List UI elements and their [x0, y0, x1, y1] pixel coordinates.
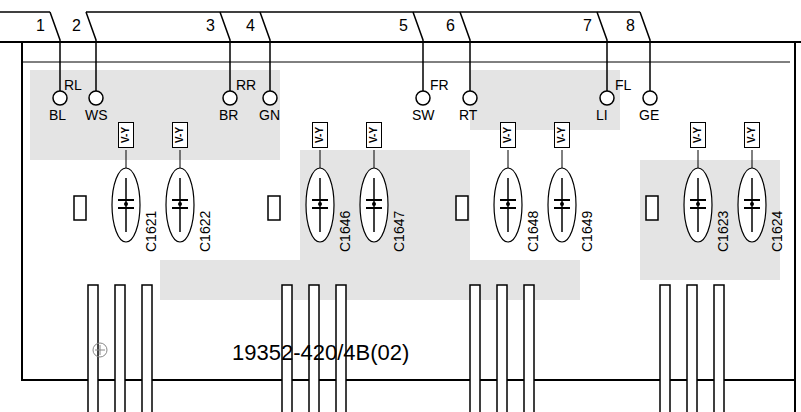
capacitor-symbol — [112, 150, 140, 242]
marking-text: V-Y — [557, 127, 567, 143]
connector-pin — [142, 285, 152, 412]
channel-label: RL — [64, 78, 82, 92]
leader-lines — [0, 12, 650, 91]
leader-line — [260, 12, 270, 91]
component-ref: C1622 — [198, 211, 212, 252]
component-ref: C1624 — [770, 211, 784, 252]
capacitor-symbol — [494, 150, 522, 242]
callout-number: 5 — [399, 18, 408, 34]
callout-number: 2 — [72, 18, 81, 34]
channel-label: FR — [430, 78, 449, 92]
board-number: 19352-420/4B(02) — [232, 342, 409, 364]
pad-rect — [268, 196, 280, 220]
connector-pin — [687, 285, 697, 412]
pins — [88, 285, 724, 412]
marking-box: V-Y — [366, 122, 382, 148]
pad-rect — [646, 196, 658, 220]
callout-number: 1 — [36, 18, 45, 34]
capacitor-symbol — [684, 150, 712, 242]
wire-pad — [600, 91, 614, 105]
wire-pad — [89, 91, 103, 105]
component-ref: C1621 — [144, 211, 158, 252]
connector-pin — [524, 285, 534, 412]
copper-shading — [30, 70, 780, 300]
callout-number: 6 — [446, 18, 455, 34]
channel-label: RR — [236, 78, 256, 92]
component-ref: C1648 — [526, 211, 540, 252]
wire-color: WS — [85, 108, 108, 122]
mounting-hole — [93, 343, 107, 357]
marking-text: V-Y — [315, 127, 325, 143]
connector-pin — [470, 285, 480, 412]
wire-color: LI — [596, 108, 608, 122]
leader-line — [640, 12, 650, 91]
leader-line — [86, 12, 96, 91]
wire-color: RT — [459, 108, 477, 122]
capacitor-symbol — [738, 150, 766, 242]
wire-color: GE — [639, 108, 659, 122]
wire-pad — [53, 91, 67, 105]
channel-label: FL — [615, 78, 631, 92]
leader-line — [597, 12, 607, 91]
wire-color: GN — [259, 108, 280, 122]
marking-box: V-Y — [312, 122, 328, 148]
marking-text: V-Y — [369, 127, 379, 143]
wire-pad — [263, 91, 277, 105]
connector-pin — [714, 285, 724, 412]
pads — [53, 91, 657, 105]
wire-pad — [416, 91, 430, 105]
marking-box: V-Y — [554, 122, 570, 148]
leader-line — [50, 12, 60, 91]
leader-line — [413, 12, 423, 91]
callout-number: 4 — [246, 18, 255, 34]
marking-text: V-Y — [747, 127, 757, 143]
connector-pin — [497, 285, 507, 412]
wire-color: SW — [412, 108, 435, 122]
capacitor-symbols — [74, 150, 766, 242]
marking-text: V-Y — [693, 127, 703, 143]
capacitor-symbol — [306, 150, 334, 242]
leader-line — [460, 12, 470, 91]
leader-line — [220, 12, 230, 91]
wire-pad — [463, 91, 477, 105]
callout-number: 8 — [626, 18, 635, 34]
component-ref: C1646 — [338, 211, 352, 252]
capacitor-symbol — [166, 150, 194, 242]
capacitor-symbol — [548, 150, 576, 242]
wire-pad — [643, 91, 657, 105]
component-ref: C1649 — [580, 211, 594, 252]
marking-text: V-Y — [121, 127, 131, 143]
marking-box: V-Y — [118, 122, 134, 148]
component-ref: C1647 — [392, 211, 406, 252]
component-ref: C1623 — [716, 211, 730, 252]
callout-number: 3 — [206, 18, 215, 34]
pad-rect — [456, 196, 468, 220]
marking-box: V-Y — [690, 122, 706, 148]
marking-box: V-Y — [744, 122, 760, 148]
callout-number: 7 — [583, 18, 592, 34]
connector-pin — [660, 285, 670, 412]
marking-text: V-Y — [503, 127, 513, 143]
marking-text: V-Y — [175, 127, 185, 143]
capacitor-symbol — [360, 150, 388, 242]
wire-pad — [223, 91, 237, 105]
wire-color: BL — [49, 108, 66, 122]
wire-color: BR — [219, 108, 238, 122]
leader-line — [0, 11, 50, 13]
leader-line — [86, 11, 640, 13]
marking-box: V-Y — [500, 122, 516, 148]
marking-box: V-Y — [172, 122, 188, 148]
pad-rect — [74, 196, 86, 220]
connector-pin — [115, 285, 125, 412]
